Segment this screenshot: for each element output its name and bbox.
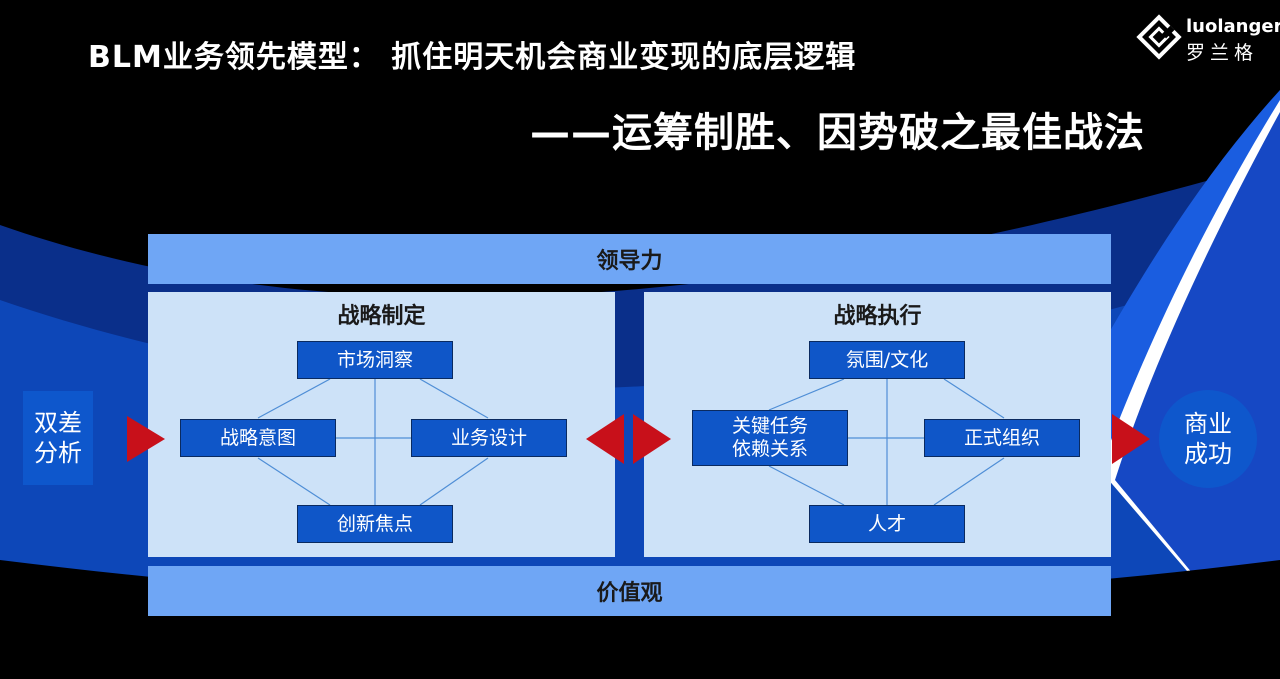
- talent-node: 人才: [809, 505, 965, 543]
- execution-connector-lines: [768, 378, 1005, 506]
- gap-analysis-box: 双差 分析: [23, 391, 93, 485]
- strategy-connector-lines: [257, 378, 489, 506]
- business-success-line1: 商业: [1184, 410, 1232, 438]
- key-tasks-line1: 关键任务: [731, 415, 808, 437]
- logo-diamond-icon: [1136, 14, 1182, 60]
- arrow-right-icon: [633, 414, 671, 464]
- page-title: BLM业务领先模型： 抓住明天机会商业变现的底层逻辑: [88, 40, 857, 75]
- arrow-right-icon: [127, 416, 165, 462]
- strategy-execution-panel: 战略执行 氛围/文化 关键任务 依赖关系 正式组织 人才: [644, 292, 1111, 557]
- business-success-line2: 成功: [1184, 440, 1232, 468]
- leadership-bar: 领导力: [148, 234, 1111, 284]
- arrow-right-icon: [1112, 414, 1150, 464]
- logo-text-cn: 罗兰格: [1186, 42, 1259, 64]
- business-design-node: 业务设计: [411, 419, 567, 457]
- innovation-focus-node: 创新焦点: [297, 505, 453, 543]
- key-tasks-line2: 依赖关系: [731, 438, 808, 460]
- business-success-circle: 商业 成功: [1159, 390, 1257, 488]
- arrow-left-icon: [586, 414, 624, 464]
- strategy-panel-title: 战略制定: [337, 304, 426, 329]
- key-tasks-node: 关键任务 依赖关系: [692, 410, 848, 466]
- strategy-formulation-panel: 战略制定 市场洞察 战略意图 业务设计 创新焦点: [148, 292, 615, 557]
- gap-analysis-line2: 分析: [34, 439, 82, 467]
- execution-panel-title: 战略执行: [833, 304, 922, 329]
- values-bar: 价值观: [148, 566, 1111, 616]
- gap-analysis-line1: 双差: [34, 409, 82, 437]
- strategic-intent-node: 战略意图: [180, 419, 336, 457]
- brand-logo: luolanger 罗兰格: [1136, 14, 1280, 64]
- climate-culture-node: 氛围/文化: [809, 341, 965, 379]
- formal-organization-node: 正式组织: [924, 419, 1080, 457]
- market-insight-node: 市场洞察: [297, 341, 453, 379]
- logo-text-en: luolanger: [1186, 16, 1280, 37]
- page-subtitle: ——运筹制胜、因势破之最佳战法: [530, 110, 1145, 156]
